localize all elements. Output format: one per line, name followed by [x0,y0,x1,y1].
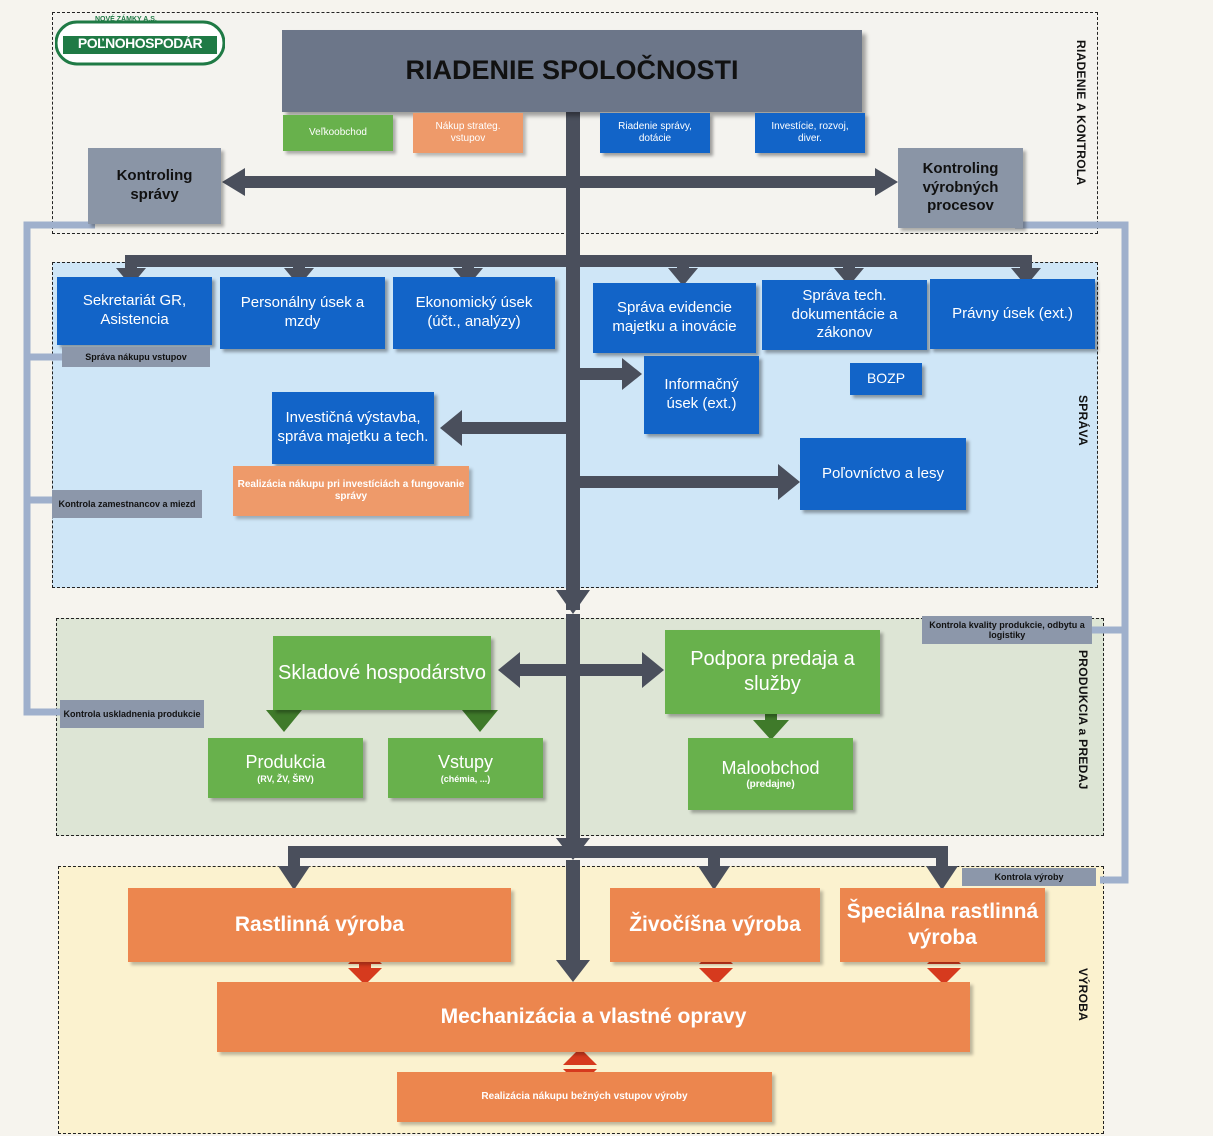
unit-personalny: Personálny úsek a mzdy [220,277,385,349]
unit-sekretariat: Sekretariát GR, Asistencia [57,277,212,345]
unit-sprava-tech: Správa tech. dokumentácie a zákonov [762,280,927,350]
produkcia-sub: (RV, ŽV, ŠRV) [257,773,314,784]
tile-riadenie-spravy: Riadenie správy, dotácie [600,113,710,153]
tag-realizacia-investicie: Realizácia nákupu pri investíciách a fun… [233,466,469,516]
unit-bozp: BOZP [850,363,922,395]
unit-sprava-evidencie: Správa evidencie majetku a inovácie [593,283,756,353]
vstupy-box: Vstupy (chémia, ...) [388,738,543,798]
title-box: RIADENIE SPOLOČNOSTI [282,30,862,112]
tag-kontrola-zamestnancov: Kontrola zamestnancov a miezd [52,490,202,518]
tile-nakup: Nákup strateg. vstupov [413,113,523,153]
maloobchod-sub: (predajne) [746,779,795,790]
label-vyroba: VÝROBA [1076,968,1090,1022]
rastlinna-vyroba: Rastlinná výroba [128,888,511,962]
label-produkcia: PRODUKCIA a PREDAJ [1076,650,1090,790]
maloobchod-title: Maloobchod [721,757,820,778]
unit-ekonomicky: Ekonomický úsek (účt., analýzy) [393,277,555,349]
unit-polovnictvo: Poľovníctvo a lesy [800,438,966,510]
logo-graphic [55,20,225,66]
tag-sprava-nakupu: Správa nákupu vstupov [62,347,210,367]
unit-investicna: Investičná výstavba, správa majetku a te… [272,392,434,464]
kontroling-spravy: Kontroling správy [88,148,221,224]
specialna-rastlinna-vyroba: Špeciálna rastlinná výroba [840,888,1045,962]
zivocisna-vyroba: Živočíšna výroba [610,888,820,962]
logo-top-text: NOVÉ ZÁMKY A.S. [95,16,157,23]
mechanizacia: Mechanizácia a vlastné opravy [217,982,970,1052]
produkcia-box: Produkcia (RV, ŽV, ŠRV) [208,738,363,798]
control-lines [23,221,1129,884]
tag-kontrola-uskladnenia: Kontrola uskladnenia produkcie [60,700,204,728]
skladove-hospodarstvo: Skladové hospodárstvo [273,636,491,710]
vstupy-title: Vstupy [437,752,494,773]
company-logo: NOVÉ ZÁMKY A.S. POĽNOHOSPODÁR [55,16,225,68]
tag-kontrola-vyroby: Kontrola výroby [962,868,1096,886]
produkcia-title: Produkcia [245,752,326,773]
kontroling-vyrobnych-procesov: Kontroling výrobných procesov [898,148,1023,228]
tile-velkoobchod: Veľkoobchod [283,115,393,151]
unit-informacny: Informačný úsek (ext.) [644,356,759,434]
podpora-predaja: Podpora predaja a služby [665,630,880,714]
tile-investicie: Investície, rozvoj, diver. [755,113,865,153]
label-riadenie: RIADENIE A KONTROLA [1074,40,1088,186]
tag-kontrola-kvality: Kontrola kvality produkcie, odbytu a log… [922,616,1092,644]
logo-main-text: POĽNOHOSPODÁR [77,35,203,51]
vstupy-sub: (chémia, ...) [440,773,491,784]
maloobchod-box: Maloobchod (predajne) [688,738,853,810]
unit-pravny: Právny úsek (ext.) [930,279,1095,349]
label-sprava: SPRÁVA [1076,395,1090,446]
realizacia-nakupu-vyroby: Realizácia nákupu bežných vstupov výroby [397,1072,772,1122]
